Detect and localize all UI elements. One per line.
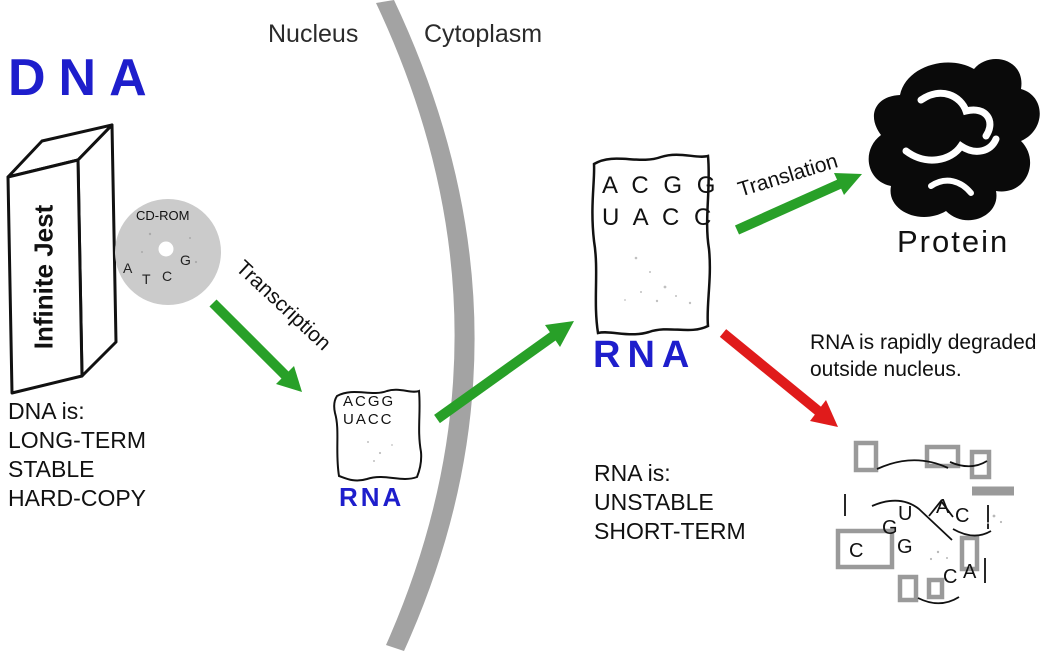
rna-props-heading: RNA is:	[594, 460, 671, 486]
degradation-note-line2: outside nucleus.	[810, 358, 962, 381]
cd-rom-disc	[115, 199, 221, 305]
cd-letter-g: G	[180, 252, 191, 268]
nucleus-label: Nucleus	[268, 20, 359, 48]
protein-label: Protein	[897, 224, 1010, 259]
cd-rom-label: CD-ROM	[136, 208, 190, 223]
nuclear-membrane	[376, 0, 475, 651]
dna-props-line: STABLE	[8, 456, 95, 482]
rna-large-seq-line2: U A C C	[602, 204, 716, 231]
fragment-letter-c2: C	[849, 540, 864, 562]
rna-small-sequence: ACGG UACC	[343, 393, 395, 429]
degraded-rna-fragments	[835, 440, 1014, 605]
rna-sheet-large	[591, 153, 712, 336]
cd-letter-c: C	[162, 268, 173, 284]
book-front-face	[6, 158, 84, 395]
rna-large-title: RNA	[593, 334, 697, 376]
book-pages-face	[76, 123, 118, 378]
dna-book	[6, 123, 118, 395]
degradation-arrow	[719, 329, 838, 427]
dna-properties: DNA is: LONG-TERM STABLE HARD-COPY	[8, 397, 146, 513]
dna-props-line: LONG-TERM	[8, 427, 146, 453]
cd-letter-t: T	[142, 271, 151, 287]
rna-props-line: UNSTABLE	[594, 489, 714, 515]
fragment-letter-g2: G	[897, 536, 913, 558]
rna-small-title: RNA	[339, 482, 405, 512]
transcription-arrow	[209, 299, 302, 392]
nuclear-export-arrow	[434, 321, 574, 424]
rna-properties: RNA is: UNSTABLE SHORT-TERM	[594, 459, 746, 546]
rna-sheet-large-speckles	[624, 256, 692, 305]
fragment-letter-a2: A	[963, 561, 977, 583]
rna-small-seq-line1: ACGG	[343, 393, 396, 410]
dna-title: DNA	[8, 49, 160, 107]
cd-hole	[158, 241, 174, 257]
cd-letter-a: A	[123, 260, 133, 276]
rna-large-seq-line1: A C G G	[602, 172, 720, 199]
fragment-letter-c1: C	[955, 505, 970, 527]
degradation-note: RNA is rapidly degraded outside nucleus.	[810, 329, 1036, 383]
degradation-note-line1: RNA is rapidly degraded	[810, 331, 1037, 354]
book-spine-title: Infinite Jest	[28, 204, 59, 350]
fragment-letter-c3: C	[943, 566, 958, 588]
fragment-letter-a1: A	[936, 496, 950, 518]
rna-small-seq-line2: UACC	[343, 411, 394, 428]
protein-blob	[868, 59, 1040, 221]
cytoplasm-label: Cytoplasm	[424, 20, 543, 48]
rna-sheet-small	[333, 388, 423, 482]
dna-props-heading: DNA is:	[8, 398, 85, 424]
fragment-letter-g1: G	[882, 517, 898, 539]
fragment-letter-u: U	[898, 503, 913, 525]
rna-large-sequence: A C G G U A C C	[602, 170, 719, 234]
rna-sheet-small-speckles	[367, 441, 393, 462]
translation-arrow	[734, 173, 862, 235]
dna-props-line: HARD-COPY	[8, 485, 147, 511]
rna-props-line: SHORT-TERM	[594, 518, 746, 544]
